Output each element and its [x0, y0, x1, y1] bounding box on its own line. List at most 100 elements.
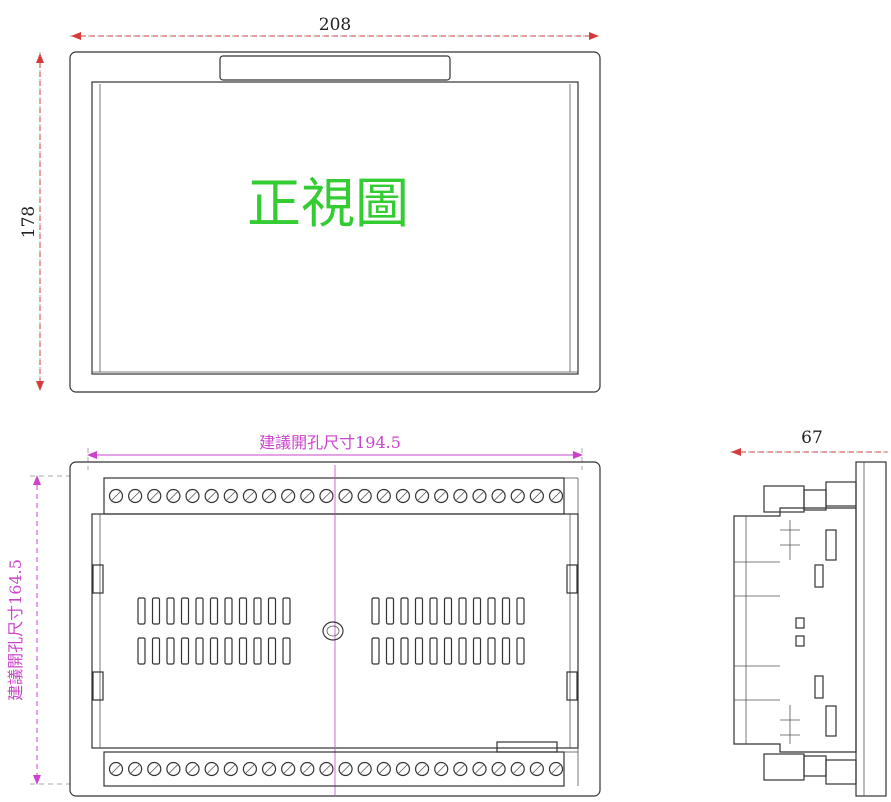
terminal-screw [338, 761, 353, 777]
terminal-screw [491, 488, 506, 504]
terminal-screw [548, 488, 564, 504]
cutout-width-dimension: 建議開孔尺寸194.5 [87, 433, 583, 470]
vent-slot [282, 637, 291, 665]
terminal-screw [491, 761, 506, 777]
terminal-screw [108, 761, 124, 777]
terminal-screw [510, 488, 525, 504]
left-clip-bottom [92, 671, 104, 701]
terminal-screw [300, 761, 315, 777]
terminal-screw [166, 761, 181, 777]
vent-slot [180, 597, 190, 625]
terminal-screw [472, 488, 487, 504]
vent-slot [414, 637, 424, 665]
terminal-screw [434, 488, 449, 504]
vent-slot [282, 597, 291, 625]
terminal-screw [166, 488, 181, 504]
vent-slot [501, 637, 511, 665]
terminal-screw [147, 488, 162, 504]
vent-slot [385, 597, 395, 625]
front-outer-frame [69, 51, 601, 393]
vent-slot [137, 597, 146, 625]
front-width-dimension: 208 [70, 15, 600, 40]
bottom-terminal-row [108, 761, 564, 777]
terminal-screw [338, 488, 353, 504]
vent-slot [151, 597, 161, 625]
rear-outer-frame [69, 461, 601, 797]
side-housing [733, 507, 857, 753]
vent-slot [209, 597, 219, 625]
terminal-screw [472, 761, 487, 777]
bottom-terminal-strip [103, 751, 565, 787]
terminal-screw [261, 761, 277, 777]
side-depth-label: 67 [801, 428, 823, 448]
vent-slot [487, 637, 496, 665]
terminal-screw [300, 488, 315, 504]
vent-slot [516, 597, 525, 625]
terminal-screw [261, 488, 277, 504]
terminal-screw [147, 761, 162, 777]
side-rib-bottom [825, 705, 837, 737]
vent-slot [385, 637, 395, 665]
front-top-tab [219, 55, 451, 81]
terminal-screw [395, 488, 411, 504]
terminal-screw [223, 761, 238, 777]
terminal-screw [108, 488, 124, 504]
vent-slots-left [137, 597, 291, 665]
terminal-screw [529, 488, 544, 504]
vent-slot [429, 597, 438, 625]
vent-slot [458, 637, 467, 665]
cutout-height-label: 建議開孔尺寸164.5 [6, 559, 25, 701]
terminal-screw [510, 761, 525, 777]
vent-slots-right [371, 597, 525, 665]
center-screw [322, 621, 344, 641]
terminal-screw [185, 488, 200, 504]
vent-slot [166, 637, 175, 665]
terminal-screw [414, 761, 430, 777]
vent-slot [472, 637, 482, 665]
terminal-screw [453, 488, 468, 504]
terminal-screw [357, 761, 372, 777]
terminal-screw [319, 488, 334, 504]
vent-slot [224, 637, 233, 665]
vent-slot [472, 597, 482, 625]
terminal-screw [242, 488, 258, 504]
vent-slot [443, 597, 453, 625]
terminal-screw [319, 761, 334, 777]
vent-slot [253, 597, 262, 625]
side-bezel [855, 461, 887, 797]
vent-slot [238, 597, 248, 625]
front-view: 208 178 正視圖 [19, 15, 601, 393]
vent-slot [137, 637, 146, 665]
vent-slot [195, 597, 204, 625]
front-height-dimension: 178 [19, 52, 44, 392]
terminal-screw [281, 488, 296, 504]
vent-slot [195, 637, 204, 665]
terminal-screw [376, 761, 391, 777]
terminal-screw [204, 761, 219, 777]
terminal-screw [357, 488, 372, 504]
front-view-title: 正視圖 [247, 172, 409, 235]
vent-slot [501, 597, 511, 625]
terminal-screw [434, 761, 449, 777]
side-bottom-connector [763, 753, 805, 781]
terminal-screw [395, 761, 411, 777]
side-rib-top [825, 529, 837, 561]
vent-slot [267, 637, 277, 665]
vent-slot [443, 637, 453, 665]
right-clip-bottom [566, 671, 578, 701]
terminal-screw [128, 761, 143, 777]
vent-slot [209, 637, 219, 665]
top-terminal-row [108, 488, 564, 504]
connector-box [496, 741, 558, 753]
terminal-screw [223, 488, 238, 504]
left-clip-top [92, 564, 104, 594]
vent-slot [400, 637, 409, 665]
vent-slot [224, 597, 233, 625]
vent-slot [238, 637, 248, 665]
front-height-label: 178 [19, 206, 39, 238]
vent-slot [371, 597, 380, 625]
vent-slot [400, 597, 409, 625]
vent-slot [516, 637, 525, 665]
terminal-screw [529, 761, 544, 777]
